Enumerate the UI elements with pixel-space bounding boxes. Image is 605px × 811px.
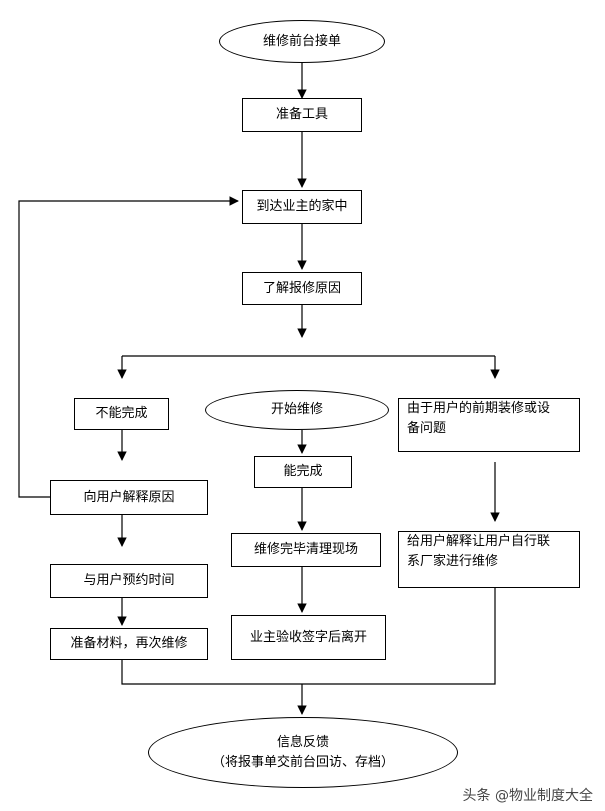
feedback-text-line1: 信息反馈 [276,734,329,750]
understand-reason-text: 了解报修原因 [262,280,341,296]
cannot-complete-text: 不能完成 [95,406,148,421]
start-repair-node: 开始维修 [205,390,389,430]
prior-decoration-text-line1: 由于用户的前期装修或设 [407,401,551,416]
feedback-text-line2: （将报事单交前台回访、存档） [211,754,394,770]
arrive-home-node: 到达业主的家中 [242,190,362,224]
can-complete-node: 能完成 [254,456,352,488]
prepare-tools-text: 准备工具 [275,107,328,122]
owner-signoff-node: 业主验收签字后离开 [231,615,386,660]
contact-vendor-node: 给用户解释让用户自行联 系厂家进行维修 [398,531,580,588]
clean-site-text: 维修完毕清理现场 [253,542,358,557]
explain-reason-node: 向用户解释原因 [50,480,208,515]
schedule-time-node: 与用户预约时间 [50,564,208,598]
watermark: 头条 @物业制度大全 [462,788,593,804]
understand-reason-node: 了解报修原因 [242,272,362,305]
prepare-materials-node: 准备材料，再次维修 [50,628,208,660]
prepare-materials-text: 准备材料，再次维修 [70,636,188,651]
prior-decoration-text-line2: 备问题 [407,421,447,436]
arrive-home-text: 到达业主的家中 [256,199,348,214]
merge-line [121,588,496,685]
feedback-node: 信息反馈 （将报事单交前台回访、存档） [148,717,458,788]
start-node: 维修前台接单 [219,20,385,63]
clean-site-node: 维修完毕清理现场 [231,533,381,567]
schedule-time-text: 与用户预约时间 [83,573,175,588]
can-complete-text: 能完成 [283,464,323,479]
arrow-explain-loop-back [18,196,239,498]
prepare-tools-node: 准备工具 [242,98,362,132]
contact-vendor-text-line2: 系厂家进行维修 [407,554,499,569]
cannot-complete-node: 不能完成 [74,398,169,430]
contact-vendor-text-line1: 给用户解释让用户自行联 [407,534,551,549]
prior-decoration-node: 由于用户的前期装修或设 备问题 [398,398,580,452]
owner-signoff-text: 业主验收签字后离开 [249,629,367,645]
explain-reason-text: 向用户解释原因 [83,489,175,505]
start-node-text: 维修前台接单 [262,33,341,49]
start-repair-text: 开始维修 [270,402,323,417]
